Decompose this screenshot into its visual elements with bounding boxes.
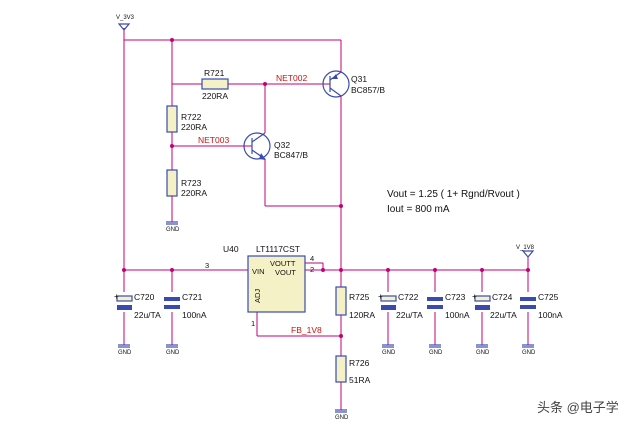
- resistor-r723: R723 220RA: [166, 169, 207, 198]
- svg-text:VOUT: VOUT: [275, 268, 296, 277]
- capacitor-c725: C725 100nA: [520, 292, 563, 320]
- svg-text:LT1117CST: LT1117CST: [256, 244, 300, 254]
- svg-text:+: +: [378, 291, 383, 301]
- svg-text:220RA: 220RA: [181, 122, 207, 132]
- formula-line-2: Iout = 800 mA: [387, 204, 450, 215]
- svg-text:4: 4: [310, 254, 314, 263]
- svg-text:R721: R721: [204, 68, 225, 78]
- svg-text:100nA: 100nA: [182, 310, 207, 320]
- power-symbol-v33: V_3V3: [116, 15, 135, 31]
- svg-text:Q31: Q31: [351, 74, 367, 84]
- gnd-r726: GND: [335, 409, 349, 421]
- watermark: 头条 @电子学: [537, 400, 619, 415]
- svg-text:U40: U40: [223, 244, 239, 254]
- svg-text:C725: C725: [538, 292, 559, 302]
- resistor-r726: R726 51RA: [335, 355, 371, 385]
- svg-text:GND: GND: [522, 350, 536, 356]
- svg-text:51RA: 51RA: [349, 375, 371, 385]
- svg-text:BC857/B: BC857/B: [351, 85, 385, 95]
- net-label-net002: NET002: [276, 73, 307, 83]
- svg-text:C720: C720: [134, 292, 155, 302]
- svg-text:120RA: 120RA: [349, 310, 375, 320]
- transistor-q31: Q31 BC857/B: [322, 64, 385, 104]
- power-symbol-v18: V_1V8: [516, 245, 535, 258]
- junctions: [122, 38, 530, 338]
- svg-text:GND: GND: [335, 415, 349, 421]
- ground-symbols: GND GND GND GND GND GND GND GND: [118, 196, 536, 421]
- wires: [123, 28, 529, 410]
- resistor-r722: R722 220RA: [166, 105, 207, 133]
- svg-text:220RA: 220RA: [181, 188, 207, 198]
- svg-text:100nA: 100nA: [445, 310, 470, 320]
- svg-text:R726: R726: [349, 358, 370, 368]
- capacitor-c723: C723 100nA: [427, 292, 470, 320]
- svg-text:2: 2: [310, 265, 314, 274]
- svg-text:GND: GND: [118, 350, 132, 356]
- transistor-q32: Q32 BC847/B: [243, 122, 308, 170]
- svg-text:C721: C721: [182, 292, 203, 302]
- svg-text:+: +: [472, 291, 477, 301]
- capacitor-c721: C721 100nA: [164, 292, 207, 320]
- svg-text:22u/TA: 22u/TA: [490, 310, 517, 320]
- svg-text:GND: GND: [382, 350, 396, 356]
- svg-text:R722: R722: [181, 112, 202, 122]
- svg-text:+: +: [114, 291, 119, 301]
- svg-text:1: 1: [251, 319, 255, 328]
- svg-text:BC847/B: BC847/B: [274, 150, 308, 160]
- svg-text:GND: GND: [166, 227, 180, 233]
- gnd-c721: GND: [166, 344, 180, 356]
- resistor-r725: R725 120RA: [335, 286, 375, 320]
- gnd-r723: GND: [166, 196, 180, 233]
- svg-text:R725: R725: [349, 292, 370, 302]
- svg-text:GND: GND: [166, 350, 180, 356]
- svg-text:C724: C724: [492, 292, 513, 302]
- svg-text:ADJ: ADJ: [253, 289, 262, 303]
- resistor-r721: R721 220RA: [201, 68, 229, 101]
- v18-label: V_1V8: [516, 245, 535, 251]
- svg-text:Q32: Q32: [274, 140, 290, 150]
- net-label-net003: NET003: [198, 135, 229, 145]
- capacitor-c724: + C724 22u/TA: [472, 291, 517, 320]
- svg-text:R723: R723: [181, 178, 202, 188]
- svg-text:220RA: 220RA: [202, 91, 228, 101]
- gnd-c725: GND: [522, 344, 536, 356]
- gnd-c720: GND: [118, 344, 132, 356]
- gnd-c723: GND: [429, 344, 443, 356]
- svg-text:C722: C722: [398, 292, 419, 302]
- net-label-fb: FB_1V8: [291, 325, 322, 335]
- svg-text:3: 3: [205, 261, 209, 270]
- svg-text:GND: GND: [429, 350, 443, 356]
- svg-text:22u/TA: 22u/TA: [134, 310, 161, 320]
- svg-text:22u/TA: 22u/TA: [396, 310, 423, 320]
- svg-text:100nA: 100nA: [538, 310, 563, 320]
- formula-line-1: Vout = 1.25 ( 1+ Rgnd/Rvout ): [387, 189, 520, 200]
- gnd-c722: GND: [382, 344, 396, 356]
- capacitor-c722: + C722 22u/TA: [378, 291, 423, 320]
- svg-text:GND: GND: [476, 350, 490, 356]
- capacitor-c720: + C720 22u/TA: [114, 291, 161, 320]
- gnd-c724: GND: [476, 344, 490, 356]
- svg-text:C723: C723: [445, 292, 466, 302]
- svg-text:VOUTT: VOUTT: [270, 259, 296, 268]
- v33-label: V_3V3: [116, 15, 135, 21]
- svg-text:VIN: VIN: [252, 267, 265, 276]
- regulator-u40: U40 LT1117CST VIN VOUTT VOUT ADJ 3 4 2 1: [205, 244, 314, 328]
